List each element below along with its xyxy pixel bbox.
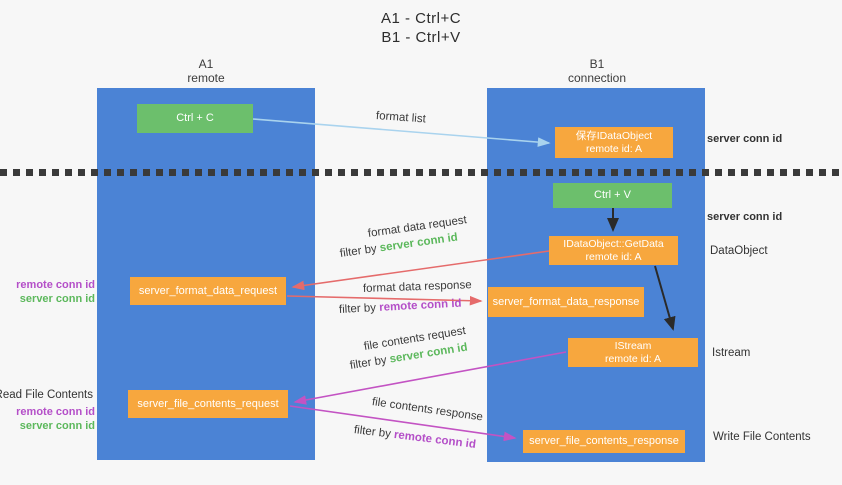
server-format-data-response-box: server_format_data_response [488,287,644,317]
title-line-1: A1 - Ctrl+C [380,10,462,27]
remote-conn-id-left-top: remote conn id [16,279,95,291]
title-line-2: B1 - Ctrl+V [381,29,461,46]
save-idataobject-line1: 保存IDataObject [575,129,653,142]
server-file-contents-request-label: server_file_contents_request [137,397,279,410]
format-data-response-arrow [286,295,483,306]
server-format-data-request-label: server_format_data_request [138,284,278,297]
istream-line2: remote id: A [604,352,662,365]
ctrl-v-action-box: Ctrl + V [553,183,672,208]
lifeline-b1-name: B1 [589,57,605,71]
ctrl-c-label: Ctrl + C [176,112,214,124]
istream-line1: IStream [614,339,652,352]
getdata-line1: IDataObject::GetData [563,237,664,250]
lifeline-a1-name: A1 [198,57,214,71]
file-contents-response-arrow [289,405,517,442]
dataobject-annotation: DataObject [710,245,768,257]
ctrl-c-action-box: Ctrl + C [137,104,253,133]
server-conn-id-right-top: server conn id [707,133,783,145]
idataobject-getdata-box: IDataObject::GetData remote id: A [549,236,678,265]
server-format-data-request-box: server_format_data_request [130,277,286,305]
conn-id-stack-top: remote conn id server conn id [16,278,95,306]
lifeline-a1-type: remote [187,71,225,85]
lifeline-a1-header: A1 remote [146,57,266,85]
server-conn-id-left-top: server conn id [19,293,95,305]
format-data-request-arrow [291,250,550,291]
read-file-contents-annotation: Read File Contents [0,389,93,401]
istream-annotation: Istream [712,347,751,359]
ctrl-v-label: Ctrl + V [594,189,631,201]
filter-by-text: filter by [338,301,380,316]
remote-conn-id-left-bottom: remote conn id [16,406,95,418]
getdata-to-istream-arrow [654,265,676,331]
getdata-line2: remote id: A [585,250,642,263]
file-contents-request-arrow [293,351,567,405]
write-file-contents-annotation: Write File Contents [713,431,811,443]
conn-id-stack-bottom: remote conn id server conn id [16,405,95,433]
server-file-contents-request-box: server_file_contents_request [128,390,288,418]
server-file-contents-response-label: server_file_contents_response [529,435,679,447]
lifeline-b1-type: connection [567,71,627,85]
format-list-arrow [252,118,551,147]
server-file-contents-response-box: server_file_contents_response [523,430,685,453]
lifeline-b1-header: B1 connection [537,57,657,85]
save-idataobject-box: 保存IDataObject remote id: A [555,127,673,158]
server-conn-id-left-bottom: server conn id [19,420,95,432]
server-format-data-response-label: server_format_data_response [492,295,640,308]
save-idataobject-line2: remote id: A [585,142,643,155]
istream-box: IStream remote id: A [568,338,698,367]
server-conn-id-right-mid: server conn id [707,211,783,223]
phase-separator-dotted-line [0,169,842,176]
diagram-title: A1 - Ctrl+C B1 - Ctrl+V [321,9,521,47]
